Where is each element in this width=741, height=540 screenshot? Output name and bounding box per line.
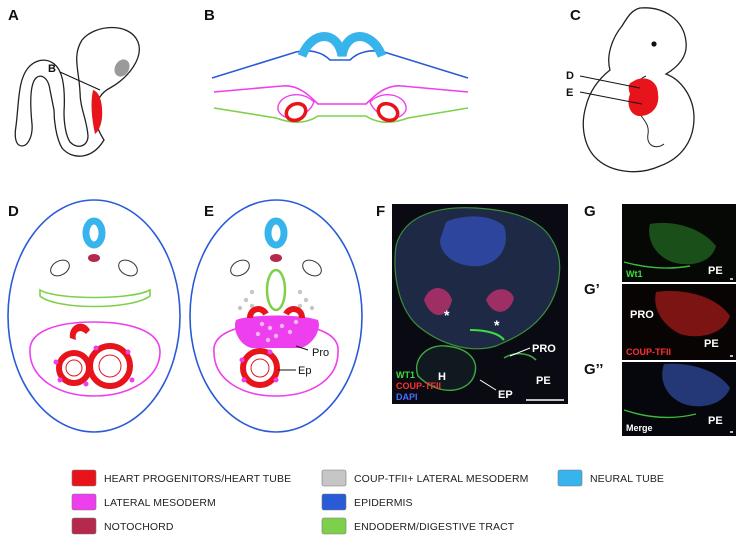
legend-label-notochord: NOTOCHORD	[104, 521, 174, 533]
panel-a: A B	[8, 7, 139, 156]
label-pe-g: PE	[708, 265, 723, 277]
panel-c-letter: C	[570, 7, 581, 24]
panel-g2-letter: G’’	[584, 361, 603, 378]
label-ep-e: Ep	[298, 365, 311, 377]
panel-a-letter: A	[8, 7, 19, 24]
label-e: E	[566, 87, 573, 99]
panel-c: C D E	[566, 7, 694, 172]
pro-mass-e	[235, 316, 319, 349]
legend-swatch-lateral-mesoderm	[72, 494, 96, 510]
panel-d-letter: D	[8, 203, 19, 220]
stain-g2: Merge	[626, 423, 653, 433]
legend-item-heart: HEART PROGENITORS/HEART TUBE	[72, 470, 291, 486]
neural-tube-b	[302, 37, 382, 57]
panel-e: E Pro Ep	[190, 200, 362, 432]
legend-item-neural-tube: NEURAL TUBE	[558, 470, 664, 486]
endoderm-b	[214, 108, 468, 122]
legend-swatch-neural-tube	[558, 470, 582, 486]
stain-g1: COUP-TFII	[626, 347, 671, 357]
panel-b-letter: B	[204, 7, 215, 24]
panel-d: D	[8, 200, 180, 432]
legend: HEART PROGENITORS/HEART TUBE LATERAL MES…	[72, 470, 664, 534]
legend-item-notochord: NOTOCHORD	[72, 518, 174, 534]
notochord-d	[88, 254, 100, 262]
lateral-mesoderm-b	[214, 86, 468, 104]
legend-swatch-heart	[72, 470, 96, 486]
panel-f: F * * PRO PE H EP WT1 COUP-TFII DAPI	[376, 203, 568, 404]
legend-swatch-epidermis	[322, 494, 346, 510]
notochord-e	[270, 254, 282, 262]
endoderm-tube-e	[267, 270, 285, 310]
embryo-eye-c	[651, 41, 656, 46]
heart-ring-left-d	[59, 353, 89, 383]
legend-item-lateral-mesoderm: LATERAL MESODERM	[72, 494, 216, 510]
label-pro-f: PRO	[532, 343, 556, 355]
panel-e-letter: E	[204, 203, 214, 220]
panel-g: G Wt1 PE	[584, 203, 736, 282]
legend-swatch-endoderm	[322, 518, 346, 534]
legend-swatch-notochord	[72, 518, 96, 534]
legend-item-epidermis: EPIDERMIS	[322, 494, 413, 510]
stain-coup-f: COUP-TFII	[396, 381, 441, 391]
label-pro-g1: PRO	[630, 309, 654, 321]
embryo-outline-a	[15, 28, 139, 157]
legend-item-endoderm: ENDODERM/DIGESTIVE TRACT	[322, 518, 515, 534]
legend-label-epidermis: EPIDERMIS	[354, 497, 413, 509]
label-ep-f: EP	[498, 389, 513, 401]
heart-ring-right-d	[90, 346, 130, 386]
label-pro-e: Pro	[312, 347, 329, 359]
panel-g1-letter: G’	[584, 281, 600, 298]
stain-g: Wt1	[626, 269, 643, 279]
legend-label-heart: HEART PROGENITORS/HEART TUBE	[104, 473, 291, 485]
label-pe-g1: PE	[704, 338, 719, 350]
heart-progenitor-left-b	[284, 101, 309, 124]
panel-f-letter: F	[376, 203, 385, 220]
epidermis-d	[8, 200, 180, 432]
legend-label-coup-lateral: COUP-TFII+ LATERAL MESODERM	[354, 473, 529, 485]
panel-g-letter: G	[584, 203, 596, 220]
stain-wt1-f: WT1	[396, 370, 415, 380]
label-pe-g2: PE	[708, 415, 723, 427]
legend-label-endoderm: ENDODERM/DIGESTIVE TRACT	[354, 521, 515, 533]
legend-label-neural-tube: NEURAL TUBE	[590, 473, 664, 485]
label-pe-f: PE	[536, 375, 551, 387]
star-right-f: *	[494, 317, 500, 333]
panel-b: B	[204, 7, 468, 123]
panel-g1: G’ PRO COUP-TFII PE	[584, 281, 736, 360]
stain-dapi-f: DAPI	[396, 392, 418, 402]
panel-g2: G’’ Merge PE	[584, 361, 736, 436]
star-left-f: *	[444, 307, 450, 323]
legend-swatch-coup-lateral	[322, 470, 346, 486]
heart-progenitor-right-b	[376, 101, 401, 124]
legend-item-coup-lateral: COUP-TFII+ LATERAL MESODERM	[322, 470, 529, 486]
section-label-b: B	[48, 63, 56, 75]
legend-label-lateral-mesoderm: LATERAL MESODERM	[104, 497, 216, 509]
heart-ring-e	[243, 351, 277, 385]
label-d: D	[566, 70, 574, 82]
